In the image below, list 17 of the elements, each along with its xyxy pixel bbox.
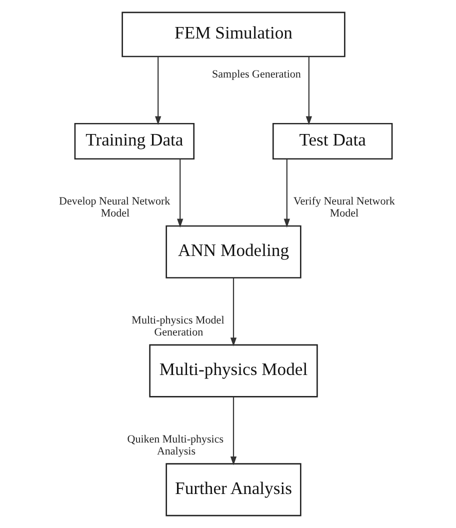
node-box: Training Data bbox=[74, 122, 195, 160]
edge-label: Samples Generation bbox=[212, 68, 301, 80]
node-box: FEM Simulation bbox=[122, 12, 346, 58]
node-box: Multi-physics Model bbox=[149, 344, 318, 398]
node-box: Test Data bbox=[272, 122, 393, 160]
edge-label: Develop Neural Network Model bbox=[59, 196, 170, 220]
arrow bbox=[284, 159, 290, 228]
arrow bbox=[155, 56, 162, 126]
arrow bbox=[230, 396, 237, 466]
arrow bbox=[230, 278, 237, 346]
edge-label: Multi-physics Model Generation bbox=[132, 314, 224, 339]
node-box: Further Analysis bbox=[166, 463, 302, 516]
edge-label: Verify Neural Network Model bbox=[294, 196, 395, 220]
arrow bbox=[177, 159, 184, 228]
node-box: ANN Modeling bbox=[166, 225, 302, 278]
edge-label: Quiken Multi-physics Analysis bbox=[127, 433, 224, 458]
arrow bbox=[306, 56, 312, 126]
